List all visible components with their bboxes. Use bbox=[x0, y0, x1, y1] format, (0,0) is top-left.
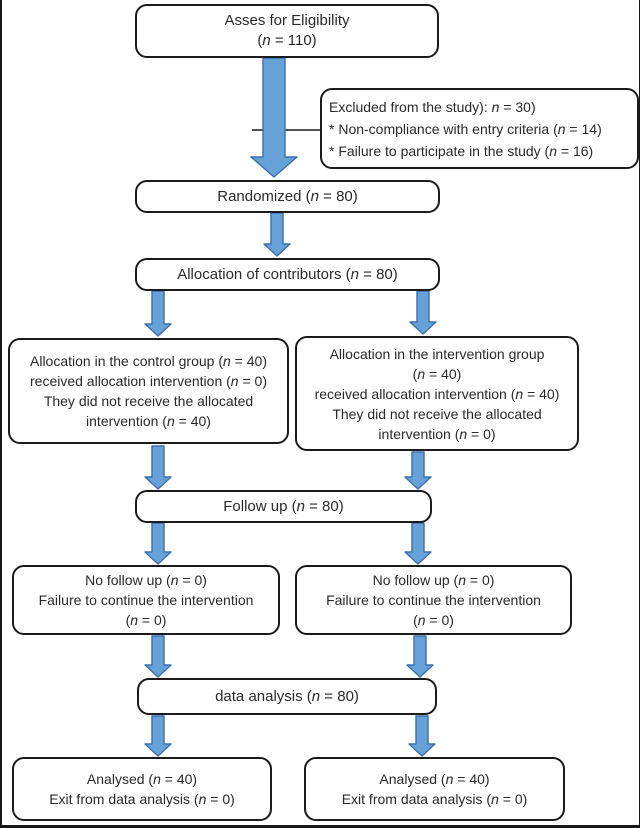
box-assess-eligibility: Asses for Eligibility (n = 110) bbox=[135, 4, 439, 58]
box-line: intervention (n = 0) bbox=[378, 425, 496, 442]
box-line: received allocation intervention (n = 40… bbox=[314, 385, 560, 402]
box-randomized: Randomized (n = 80) bbox=[135, 180, 440, 213]
arrow-randomized-to-allocation bbox=[263, 212, 291, 257]
box-line: Analysed (n = 40) bbox=[379, 771, 490, 787]
box-allocation-of-contributors: Allocation of contributors (n = 80) bbox=[135, 258, 440, 291]
box-no-follow-up-control: No follow up (n = 0) Failure to continue … bbox=[12, 565, 280, 635]
box-line: No follow up (n = 0) bbox=[85, 572, 207, 588]
box-line: Follow up (n = 80) bbox=[223, 497, 344, 515]
box-line: They did not receive the allocated bbox=[43, 393, 254, 409]
arrow-analysis-to-analysed-left bbox=[144, 715, 172, 757]
box-line: (n = 0) bbox=[413, 612, 454, 628]
box-line: received allocation intervention (n = 0) bbox=[30, 373, 267, 389]
arrow-nofollowup-left-to-analysis bbox=[144, 635, 172, 678]
box-line: (n = 40) bbox=[412, 365, 462, 382]
arrow-assess-to-randomized bbox=[250, 57, 298, 178]
arrow-control-to-followup bbox=[144, 445, 172, 490]
arrow-analysis-to-analysed-right bbox=[408, 715, 436, 757]
box-data-analysis: data analysis (n = 80) bbox=[137, 678, 437, 715]
box-analysed-control: Analysed (n = 40) Exit from data analysis… bbox=[12, 757, 272, 821]
box-line: Failure to continue the intervention bbox=[326, 592, 541, 608]
box-line: (n = 110) bbox=[257, 32, 317, 49]
box-line: Allocation of contributors (n = 80) bbox=[177, 265, 398, 283]
box-no-follow-up-intervention: No follow up (n = 0) Failure to continue … bbox=[295, 565, 572, 635]
box-line: Asses for Eligibility bbox=[224, 12, 350, 29]
box-allocation-control-group: Allocation in the control group (n = 40)… bbox=[8, 338, 289, 444]
box-line: intervention (n = 40) bbox=[86, 413, 211, 429]
box-line: * Failure to participate in the study (n… bbox=[329, 142, 594, 159]
box-line: They did not receive the allocated bbox=[332, 405, 542, 422]
box-line: Failure to continue the intervention bbox=[38, 592, 254, 608]
box-line: (n = 0) bbox=[125, 612, 167, 628]
box-line: Exit from data analysis (n = 0) bbox=[49, 791, 235, 807]
box-follow-up: Follow up (n = 80) bbox=[135, 490, 432, 523]
box-line: Allocation in the intervention group bbox=[329, 345, 545, 362]
box-line: data analysis (n = 80) bbox=[215, 687, 359, 705]
arrow-followup-to-nofollowup-right bbox=[404, 522, 432, 565]
arrow-allocation-to-intervention bbox=[409, 290, 437, 335]
box-line: Allocation in the control group (n = 40) bbox=[30, 353, 267, 369]
arrow-intervention-to-followup bbox=[404, 451, 432, 490]
box-line: Randomized (n = 80) bbox=[217, 187, 358, 205]
box-line: * Non-compliance with entry criteria (n … bbox=[329, 120, 602, 137]
box-line: Analysed (n = 40) bbox=[86, 771, 198, 787]
arrow-allocation-to-control bbox=[144, 290, 172, 337]
box-line: No follow up (n = 0) bbox=[372, 572, 495, 588]
box-line: Excluded from the study): n = 30) bbox=[329, 98, 536, 115]
box-line: Exit from data analysis (n = 0) bbox=[341, 791, 528, 807]
arrow-nofollowup-right-to-analysis bbox=[406, 635, 434, 678]
box-allocation-intervention-group: Allocation in the intervention group (n =… bbox=[295, 336, 579, 451]
arrow-followup-to-nofollowup-left bbox=[144, 522, 172, 565]
box-excluded: Excluded from the study): n = 30) * Non-c… bbox=[320, 88, 639, 169]
box-analysed-intervention: Analysed (n = 40) Exit from data analysis… bbox=[304, 757, 565, 821]
